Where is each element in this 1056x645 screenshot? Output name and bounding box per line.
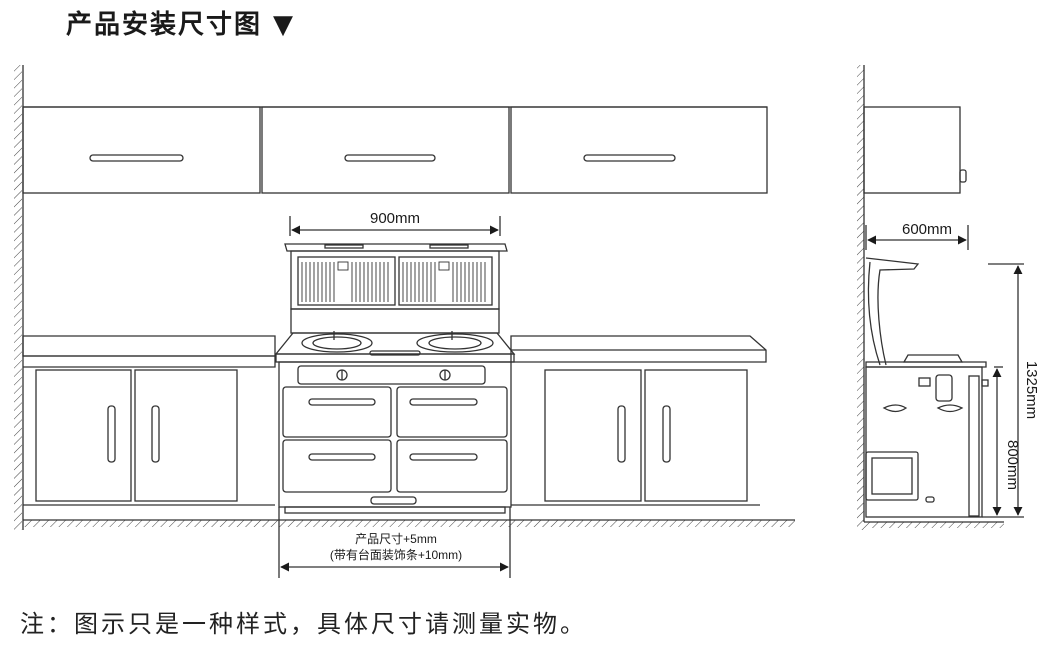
opening-dimension (278, 507, 511, 578)
upper-handle (344, 154, 436, 162)
vent-grille (398, 256, 493, 306)
height-counter-label: 800mm (1004, 440, 1021, 490)
front-view (14, 65, 795, 578)
vent-grille (297, 256, 396, 306)
footer-note: 注：图示只是一种样式，具体尺寸请测量实物。 (20, 610, 587, 638)
integrated-stove (274, 243, 516, 514)
opening-label-line2: (带有台面装饰条+10mm) (330, 547, 462, 562)
upper-handle (89, 154, 184, 162)
control-panel (297, 365, 486, 385)
base-cabinets-left (23, 369, 275, 506)
side-wall (857, 65, 864, 530)
page-title: 产品安装尺寸图 ▼ (66, 10, 296, 40)
left-wall (14, 65, 22, 530)
opening-label-line1: 产品尺寸+5mm (355, 532, 437, 546)
countertop (22, 335, 767, 368)
width-label: 900mm (370, 210, 420, 227)
depth-label: 600mm (902, 221, 952, 238)
upper-cabinets (22, 106, 768, 194)
height-total-label: 1325mm (1023, 361, 1040, 419)
width-dimension (289, 216, 501, 236)
floor (23, 520, 795, 527)
base-cabinets-right (511, 369, 760, 506)
side-view (857, 65, 1024, 530)
upper-handle (583, 154, 676, 162)
